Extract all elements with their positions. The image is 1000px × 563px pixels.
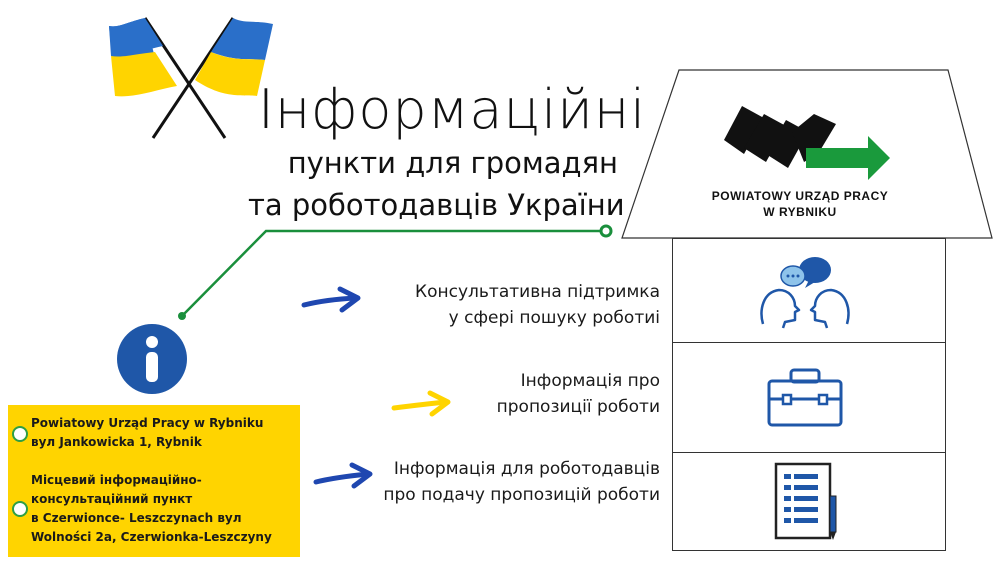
service-item-consultation: Консультативна підтримка у сфері пошуку … (415, 279, 660, 331)
arrow-right-icon (391, 390, 451, 417)
service-item-label: про подачу пропозицій роботи (383, 485, 660, 505)
house-cell-briefcase (673, 343, 945, 453)
address-1-line-2: вул Jankowicka 1, Rybnik (31, 435, 202, 449)
address-box: Powiatowy Urząd Pracy w Rybniku вул Jank… (8, 405, 300, 557)
address-2-line-3: в Czerwionce- Leszczynach вул (31, 511, 242, 525)
bullet-dot-icon (12, 501, 28, 517)
page-title: Інформаційні (258, 78, 647, 141)
page-subtitle-line-2: та роботодавців України (248, 188, 625, 222)
service-item-job-offers: Інформація про пропозиції роботи (497, 368, 660, 420)
crossed-flags-icon (109, 17, 273, 139)
service-item-label: Інформація про (520, 371, 660, 391)
consultation-icon (760, 257, 850, 329)
service-item-label: Інформація для роботодавців (393, 459, 660, 479)
arrow-right-icon (313, 462, 373, 489)
connector-line (178, 224, 613, 320)
briefcase-icon (767, 368, 843, 427)
bullet-dot-icon (12, 426, 28, 442)
address-2-line-4: Wolności 2a, Czerwionka-Leszczyny (31, 530, 272, 544)
service-item-label: пропозиції роботи (496, 397, 660, 417)
address-2-line-2: консультаційний пункт (31, 492, 193, 506)
address-2: Місцевий інформаційно- консультаційний п… (31, 471, 272, 547)
house-body (672, 238, 946, 551)
house-cell-consultation (673, 239, 945, 343)
service-item-label: Консультативна підтримка (415, 282, 660, 302)
logo-text-line-1: POWIATOWY URZĄD PRACY (711, 189, 889, 203)
address-1-line-1: Powiatowy Urząd Pracy w Rybniku (31, 416, 264, 430)
info-icon (117, 324, 187, 394)
address-1: Powiatowy Urząd Pracy w Rybniku вул Jank… (31, 414, 263, 452)
page-subtitle-line-1: пункти для громадян (287, 146, 618, 180)
pup-logo-icon (724, 106, 890, 180)
document-icon (774, 462, 837, 540)
service-item-label: у сфері пошуку роботиі (448, 308, 660, 328)
service-item-employers: Інформація для роботодавців про подачу п… (383, 456, 660, 508)
logo-text: POWIATOWY URZĄD PRACY W RYBNIKU (690, 188, 910, 220)
logo-text-line-2: W RYBNIKU (763, 205, 837, 219)
arrow-right-icon (301, 286, 361, 313)
address-2-line-1: Місцевий інформаційно- (31, 473, 202, 487)
